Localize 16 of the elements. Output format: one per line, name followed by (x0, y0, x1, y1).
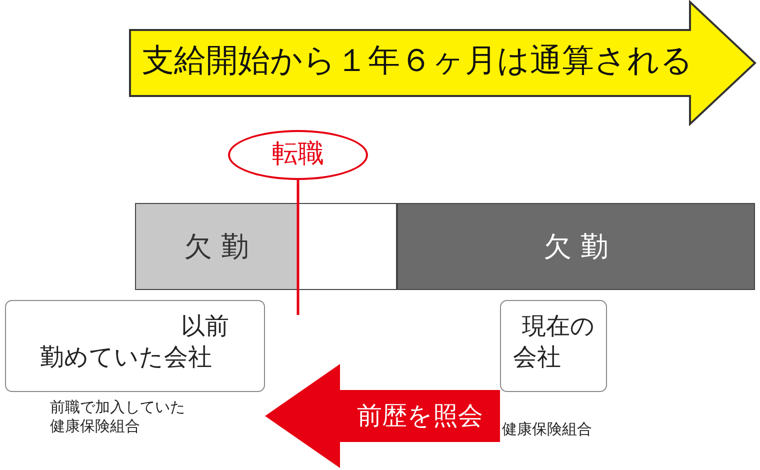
company-name: 現在の会社 (513, 311, 596, 374)
block-arrow (265, 364, 500, 468)
marker-line (296, 180, 300, 315)
timeline-segment (397, 203, 755, 290)
segment-label: 欠 勤 (183, 228, 250, 264)
company-box (5, 300, 265, 392)
caption-text: 健康保険組合 (502, 420, 593, 439)
banner-text: 支給開始から１年６ヶ月は通算される (142, 40, 694, 81)
callout-text: 転職 (271, 138, 325, 172)
company-box (500, 300, 607, 392)
arrow-label: 前歴を照会 (356, 400, 484, 432)
company-name: 以前勤めていた会社 (40, 311, 230, 374)
arrow-banner (128, 0, 758, 126)
caption-text: 前職で加入していた健康保険組合 (50, 398, 186, 436)
timeline-segment (135, 203, 298, 290)
segment-label: 欠 勤 (542, 228, 610, 264)
